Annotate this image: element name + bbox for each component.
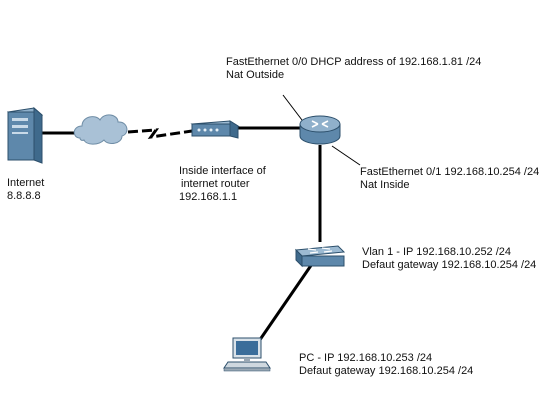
internet-label-line2: 8.8.8.8 (7, 190, 41, 202)
fa01-label-line1: FastEthernet 0/1 192.168.10.254 /24 (360, 166, 540, 178)
internet-label: Internet 8.8.8.8 (7, 177, 44, 203)
pc-label-line2: Defaut gateway 192.168.10.254 /24 (299, 365, 474, 377)
router-icon (299, 115, 341, 145)
cloud-icon (73, 114, 128, 145)
switch-icon (294, 245, 346, 268)
inside-interface-label-line3: 192.168.1.1 (179, 191, 238, 203)
vlan-label-line1: Vlan 1 - IP 192.168.10.252 /24 (362, 246, 512, 258)
inside-interface-label-line1: Inside interface of (179, 165, 266, 177)
switch-to-pc-link (255, 263, 314, 345)
inside-interface-label-line2: internet router (181, 178, 250, 190)
pc-icon (223, 337, 271, 372)
inside-interface-label: Inside interface of internet router 192.… (179, 165, 266, 204)
server-icon (6, 106, 44, 164)
fa01-label: FastEthernet 0/1 192.168.10.254 /24 Nat … (360, 166, 539, 192)
vlan-label-line2: Defaut gateway 192.168.10.254 /24 (362, 259, 537, 271)
serial-link (127, 128, 193, 139)
modem-icon (190, 120, 240, 139)
internet-label-line1: Internet (7, 177, 45, 189)
pc-label-line1: PC - IP 192.168.10.253 /24 (299, 352, 433, 364)
fa01-label-line2: Nat Inside (360, 179, 410, 191)
fa00-leader-line (282, 94, 306, 125)
fa00-label: FastEthernet 0/0 DHCP address of 192.168… (226, 56, 481, 82)
fa00-label-line1: FastEthernet 0/0 DHCP address of 192.168… (226, 56, 482, 68)
fa01-leader-line (331, 145, 361, 166)
fa00-label-line2: Nat Outside (226, 69, 285, 81)
vlan-label: Vlan 1 - IP 192.168.10.252 /24 Defaut ga… (362, 246, 536, 272)
pc-label: PC - IP 192.168.10.253 /24 Defaut gatewa… (299, 352, 473, 378)
